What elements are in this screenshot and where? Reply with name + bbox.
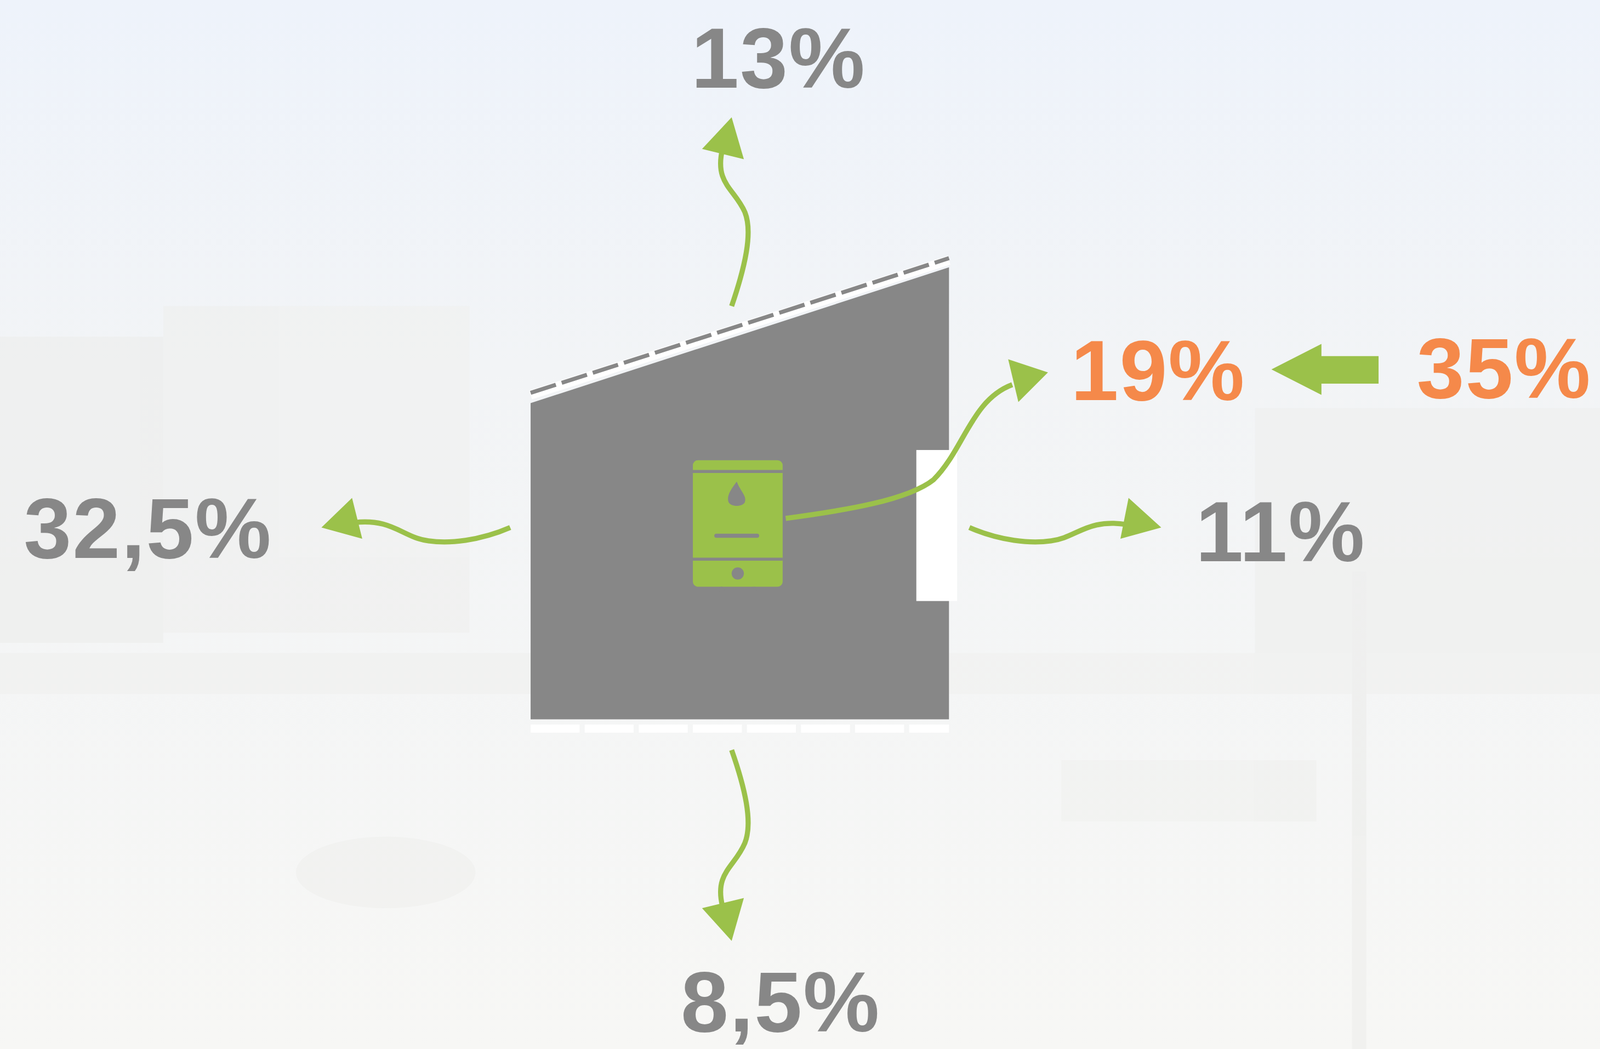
percentage-label: 11%	[1195, 488, 1366, 575]
ventilation-flow	[785, 384, 1012, 519]
floor-flow	[720, 749, 749, 907]
boiler-foot	[750, 587, 757, 594]
arrowhead	[702, 897, 744, 941]
bench	[1061, 760, 1317, 822]
roof-flow	[720, 149, 749, 307]
flame	[727, 481, 745, 506]
percentage-label: 13%	[691, 15, 867, 101]
heat-flows	[355, 149, 1127, 907]
boiler-line	[692, 469, 783, 474]
arrowheads	[321, 117, 1379, 942]
percentage-label: 19%	[1070, 327, 1246, 414]
boiler-line	[692, 557, 783, 562]
boiler-slot	[716, 533, 757, 538]
house-section	[530, 267, 949, 720]
boiler-body	[692, 460, 783, 588]
arrowhead	[702, 117, 744, 159]
percentage-label: 8,5%	[680, 959, 881, 1045]
window-flow	[969, 523, 1127, 543]
arrowhead	[321, 498, 362, 539]
wall-flow	[355, 521, 511, 543]
boiler-foot	[718, 587, 725, 594]
arrowhead	[1120, 498, 1161, 539]
arrowhead	[1008, 359, 1049, 402]
manhole	[295, 836, 476, 909]
boiler-knob	[731, 567, 744, 580]
boiler-icon	[692, 460, 783, 594]
lamp-post	[1352, 571, 1367, 1049]
floor-insulation	[530, 724, 949, 733]
building	[163, 306, 470, 634]
percentage-label: 32,5%	[23, 485, 272, 572]
percentage-label: 35%	[1416, 325, 1592, 412]
block-arrow	[1271, 343, 1379, 395]
